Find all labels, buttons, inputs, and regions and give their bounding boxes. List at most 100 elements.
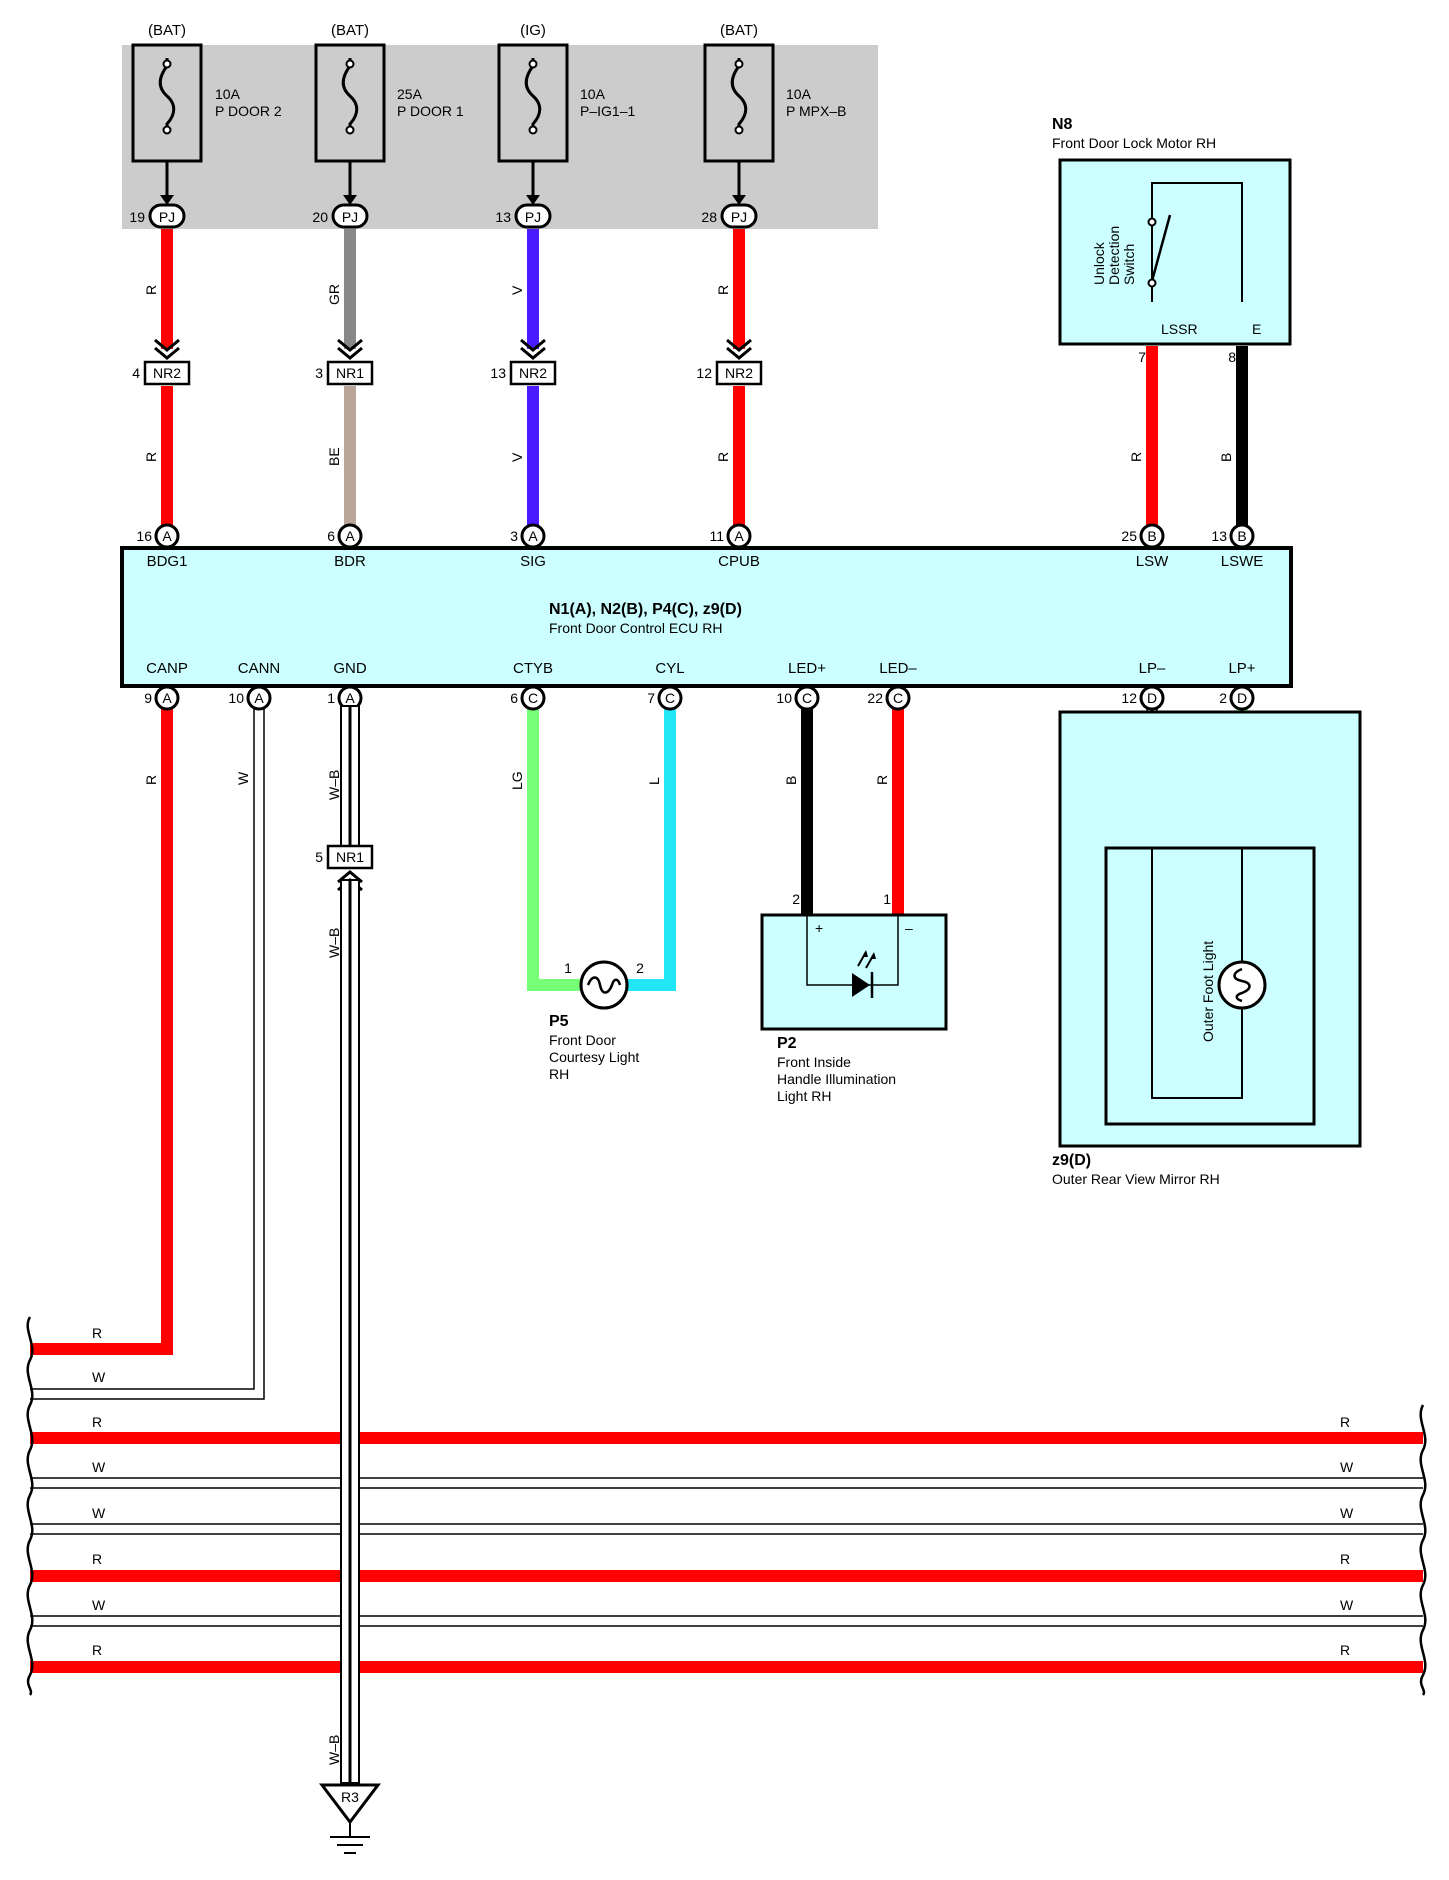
ecu-terminal-label: LED–: [879, 660, 917, 677]
ecu-pin-num: 22: [867, 690, 883, 706]
p5-name: RH: [549, 1066, 569, 1082]
fuse-name: P MPX–B: [786, 103, 846, 119]
wire-color-label: W: [235, 771, 251, 785]
ecu-terminal-label: CANN: [238, 660, 281, 677]
ecu-conn-letter: B: [1237, 528, 1246, 544]
ecu-title: N1(A), N2(B), P4(C), z9(D): [549, 601, 742, 618]
ecu-conn-letter: D: [1147, 690, 1157, 706]
ecu-terminal-label: GND: [333, 660, 367, 677]
nr-conn: NR1: [336, 365, 364, 381]
switch-label: Unlock: [1091, 241, 1107, 285]
ecu-terminal-label: CYL: [655, 660, 684, 677]
wire-color-label: R: [143, 452, 159, 462]
ecu-conn-letter: C: [665, 690, 675, 706]
ecu-terminal-label: CPUB: [718, 553, 760, 570]
nr-pin: 4: [132, 365, 140, 381]
ecu-conn-letter: C: [528, 690, 538, 706]
ecu-terminal-label: CANP: [146, 660, 188, 677]
p5-name: Courtesy Light: [549, 1049, 639, 1065]
pj-conn: PJ: [731, 209, 747, 225]
nr-conn: NR2: [519, 365, 547, 381]
switch-label: Switch: [1121, 244, 1137, 285]
p5-pin: 2: [636, 960, 644, 976]
fuse-name: P–IG1–1: [580, 103, 635, 119]
n8-wires: R B: [1128, 346, 1248, 528]
z9-outer-mirror: Outer Foot Light z9(D) Outer Rear View M…: [1052, 710, 1362, 1187]
pj-conn: PJ: [159, 209, 175, 225]
ecu-conn-letter: C: [802, 690, 812, 706]
fuse-p-door-1: (BAT) 25A P DOOR 1: [314, 22, 464, 205]
ecu-terminal-label: LED+: [788, 660, 826, 677]
ecu-pin-num: 3: [510, 528, 518, 544]
ecu-top-pins: A 16 BDG1 A 6 BDR A 3 SIG A 11 CPUB B 25…: [136, 523, 1264, 570]
wire-color-label: W–B: [326, 928, 342, 958]
ecu-pin-num: 16: [136, 528, 152, 544]
pj-pin: 13: [495, 209, 511, 225]
z9-name: Outer Rear View Mirror RH: [1052, 1171, 1220, 1187]
ecu-pin-num: 13: [1211, 528, 1227, 544]
pj-pin: 20: [312, 209, 328, 225]
nr-connectors: NR2 4 NR1 3 NR2 13 NR2 12: [132, 338, 763, 386]
ecu-pin-num: 7: [647, 690, 655, 706]
wire-color-label: R: [143, 775, 159, 785]
bus-label: W: [92, 1369, 106, 1385]
n8-id: N8: [1052, 116, 1073, 133]
wire-color-label: GR: [326, 284, 342, 305]
foot-light-bulb-icon: [1233, 967, 1251, 1003]
nr-pin: 3: [315, 365, 323, 381]
bus-label: R: [1340, 1642, 1350, 1658]
wire-color-label: BE: [326, 447, 342, 466]
ecu-terminal-label: LSWE: [1221, 553, 1264, 570]
ecu-conn-letter: B: [1147, 528, 1156, 544]
fuse-p-mpx-b: (BAT) 10A P MPX–B: [703, 22, 846, 205]
p2-pin: 2: [792, 891, 800, 907]
right-break-marker: [1419, 1404, 1427, 1696]
ecu-conn-letter: D: [1237, 690, 1247, 706]
p2-name: Front Inside: [777, 1054, 851, 1070]
bulb-icon: [586, 976, 622, 994]
fuse-source: (IG): [520, 22, 546, 39]
p2-minus: –: [905, 920, 913, 936]
upper-wires: R GR V R: [143, 229, 745, 349]
ground-wire: NR1 5 W–B W–B W–B R3: [315, 705, 382, 1854]
z9-inner-label: Outer Foot Light: [1200, 941, 1216, 1042]
p2-id: P2: [777, 1035, 797, 1052]
left-break-marker: [26, 1316, 34, 1696]
ecu-subtitle: Front Door Control ECU RH: [549, 620, 723, 636]
bus-lines: R W R W W R W R R W W R W R: [30, 1325, 1423, 1673]
bus-label: R: [1340, 1551, 1350, 1567]
p5-id: P5: [549, 1013, 569, 1030]
wire-color-label: R: [874, 775, 890, 785]
ecu-pin-num: 9: [144, 690, 152, 706]
ecu-conn-letter: A: [162, 690, 172, 706]
fuse-amp: 10A: [215, 86, 241, 102]
n8-lock-motor: N8 Front Door Lock Motor RH Unlock Detec…: [1052, 116, 1292, 365]
nr-conn: NR2: [725, 365, 753, 381]
nr-conn: NR2: [153, 365, 181, 381]
gnd-nr-pin: 5: [315, 849, 323, 865]
ecu-terminal-label: LSW: [1136, 553, 1169, 570]
ecu-conn-letter: A: [162, 528, 172, 544]
wire-color-label: R: [143, 285, 159, 295]
fuse-source: (BAT): [148, 22, 186, 39]
ecu-pin-num: 6: [510, 690, 518, 706]
ecu-pin-num: 10: [776, 690, 792, 706]
bus-label: R: [92, 1325, 102, 1341]
ecu-bottom-pins: A 9 A 10 A 1 C 6 C 7 C 10 C 22 D 12 D 2: [144, 685, 1255, 711]
ecu-terminal-label: LP–: [1139, 660, 1166, 677]
lower-wires: R BE V R: [143, 386, 745, 528]
front-door-control-ecu: A 16 BDG1 A 6 BDR A 3 SIG A 11 CPUB B 25…: [120, 523, 1293, 688]
ecu-pin-num: 2: [1219, 690, 1227, 706]
p2-handle-illumination: + – 2 1 P2 Front Inside Handle Illuminat…: [760, 891, 948, 1104]
pj-pin: 19: [129, 209, 145, 225]
ecu-terminal-label: BDG1: [147, 553, 188, 570]
p5-pin: 1: [564, 960, 572, 976]
ecu-conn-letter: C: [893, 690, 903, 706]
fuse-p-ig1-1: (IG) 10A P–IG1–1: [497, 22, 635, 205]
ecu-pin-num: 6: [327, 528, 335, 544]
fuse-element-icon: [158, 58, 176, 134]
wire-color-label: R: [1128, 452, 1144, 462]
bus-label: R: [92, 1551, 102, 1567]
ground-label: R3: [341, 1789, 359, 1805]
n8-pin: 7: [1138, 349, 1146, 365]
